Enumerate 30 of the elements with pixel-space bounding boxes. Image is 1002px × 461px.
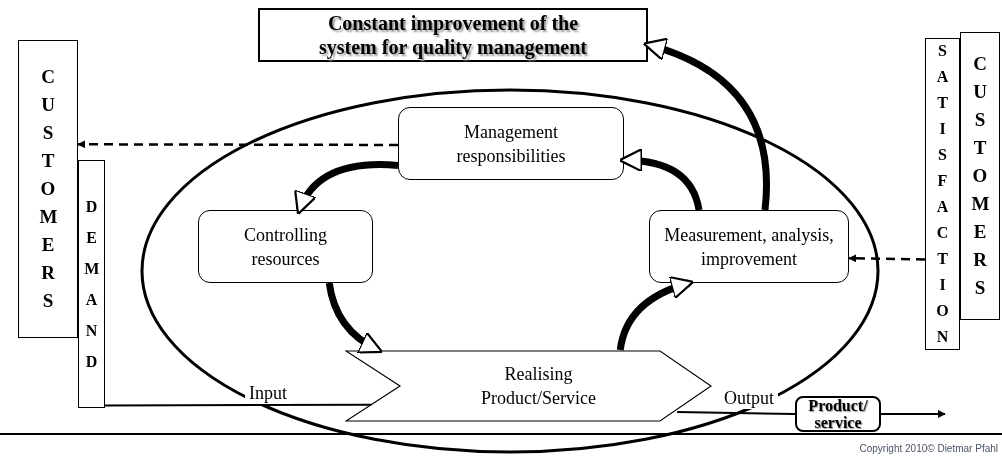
demand-bar	[78, 160, 105, 408]
curved-block-arrow	[618, 148, 703, 211]
vertical-label: SATISFACTION	[935, 41, 950, 347]
curved-block-arrow	[616, 276, 695, 351]
process-box	[398, 107, 624, 180]
curved-block-arrow	[642, 38, 770, 211]
curved-block-arrow	[325, 282, 384, 354]
flow-line	[676, 410, 796, 415]
curved-block-arrow	[295, 161, 399, 216]
copyright-note: Copyright 2010© Dietmar Pfahl	[859, 442, 998, 456]
process-label: Realising Product/Service	[480, 363, 597, 410]
satisfaction-bar	[925, 38, 960, 350]
process-label: Measurement, analysis, improvement	[663, 223, 835, 271]
customers-bar	[960, 32, 1000, 320]
process-label: Management responsibilities	[455, 120, 567, 168]
title-box	[258, 8, 648, 62]
title-text: Constant improvement of the system for quality management	[318, 11, 588, 59]
customers-bar	[18, 40, 78, 338]
vertical-label: CUSTOMERS	[39, 65, 57, 313]
process-box	[649, 210, 849, 283]
flow-line	[104, 403, 373, 407]
dashed-arrow	[77, 140, 398, 149]
vertical-label: DEMAND	[84, 197, 99, 372]
product-label: Product/ service	[807, 397, 869, 431]
process-box	[198, 210, 373, 283]
output-box	[795, 396, 881, 432]
dashed-arrow	[848, 254, 926, 263]
process-label: Controlling resources	[243, 223, 328, 271]
vertical-label: CUSTOMERS	[971, 52, 989, 300]
arrow	[880, 410, 946, 418]
